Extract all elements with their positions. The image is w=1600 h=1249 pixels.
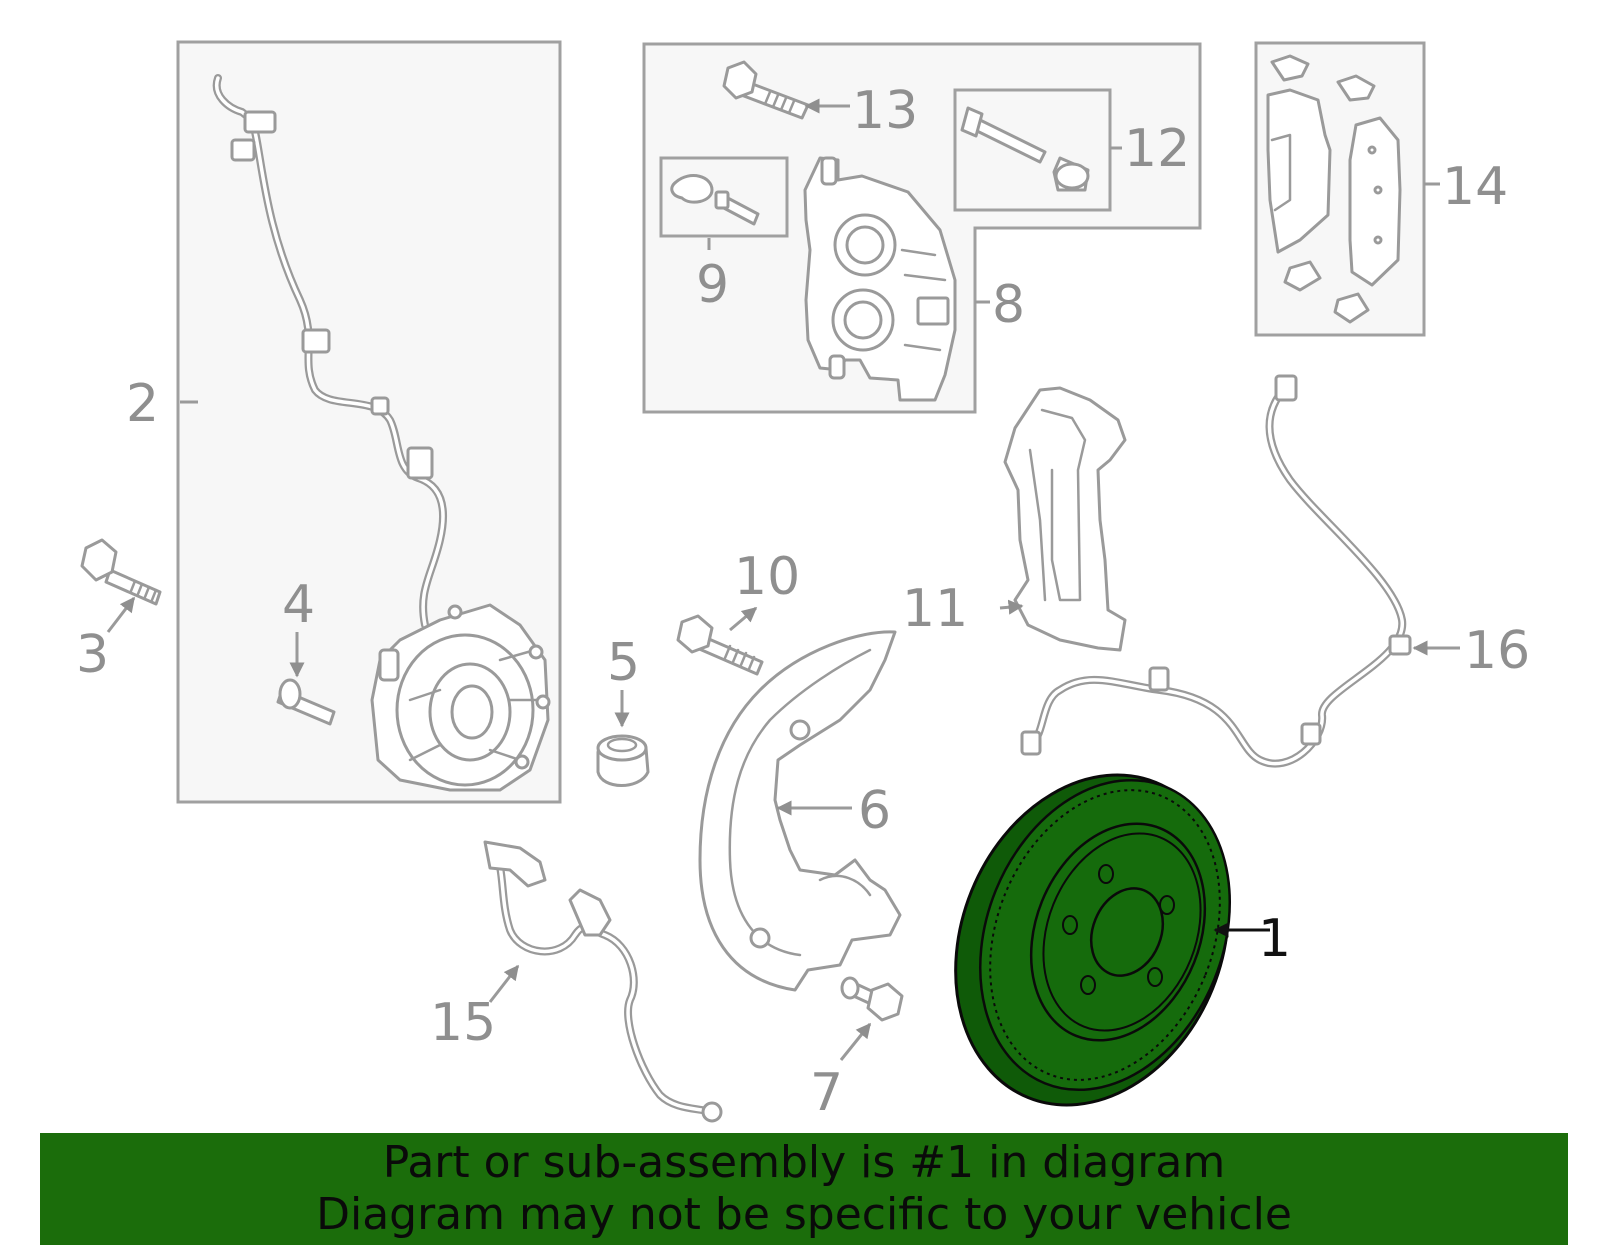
- wheel-hub-bearing[interactable]: [370, 603, 551, 792]
- callout-8: 8: [992, 275, 1025, 335]
- caliper-bolt-13[interactable]: [722, 60, 810, 120]
- callout-7: 7: [810, 1063, 843, 1123]
- brake-pads-14[interactable]: [1266, 54, 1402, 324]
- part-info-banner: Part or sub-assembly is #1 in diagram Di…: [40, 1133, 1568, 1245]
- leader-lines: [106, 98, 1460, 1061]
- caliper-bracket-11[interactable]: [1003, 386, 1127, 652]
- bolt-7[interactable]: [840, 976, 904, 1022]
- callout-16: 16: [1464, 621, 1530, 681]
- callout-15: 15: [430, 993, 496, 1053]
- banner-line-2: Diagram may not be specific to your vehi…: [316, 1189, 1292, 1240]
- callout-1: 1: [1258, 909, 1291, 969]
- callout-9: 9: [696, 255, 729, 315]
- callout-2: 2: [126, 374, 159, 434]
- callout-labels: 1 2 3 4 5 6 7 8 9 10 11 12 13 14 15 16: [76, 81, 1530, 1123]
- callout-12: 12: [1124, 119, 1190, 179]
- callout-5: 5: [607, 633, 640, 693]
- callout-6: 6: [858, 781, 891, 841]
- banner-line-1: Part or sub-assembly is #1 in diagram: [382, 1137, 1226, 1188]
- callout-10: 10: [734, 547, 800, 607]
- callout-3: 3: [76, 625, 109, 685]
- bleeder-kit-9[interactable]: [670, 174, 760, 226]
- abs-sensor-wire-assembly[interactable]: [212, 74, 447, 629]
- brake-caliper-8[interactable]: [803, 156, 957, 402]
- callout-13: 13: [852, 81, 918, 141]
- abs-sensor-16[interactable]: [1020, 374, 1412, 768]
- brake-hose-15[interactable]: [483, 840, 723, 1123]
- brake-rotor-1[interactable]: [908, 734, 1276, 1147]
- bolt-10[interactable]: [676, 614, 764, 676]
- bolt-3[interactable]: [80, 538, 162, 606]
- hub-bolt-4[interactable]: [276, 678, 336, 726]
- callout-4: 4: [282, 575, 315, 635]
- guide-pin-kit-12[interactable]: [960, 106, 1090, 192]
- dust-cap-5[interactable]: [596, 734, 650, 787]
- splash-shield-6[interactable]: [698, 630, 902, 992]
- callout-11: 11: [902, 579, 968, 639]
- callout-14: 14: [1442, 157, 1508, 217]
